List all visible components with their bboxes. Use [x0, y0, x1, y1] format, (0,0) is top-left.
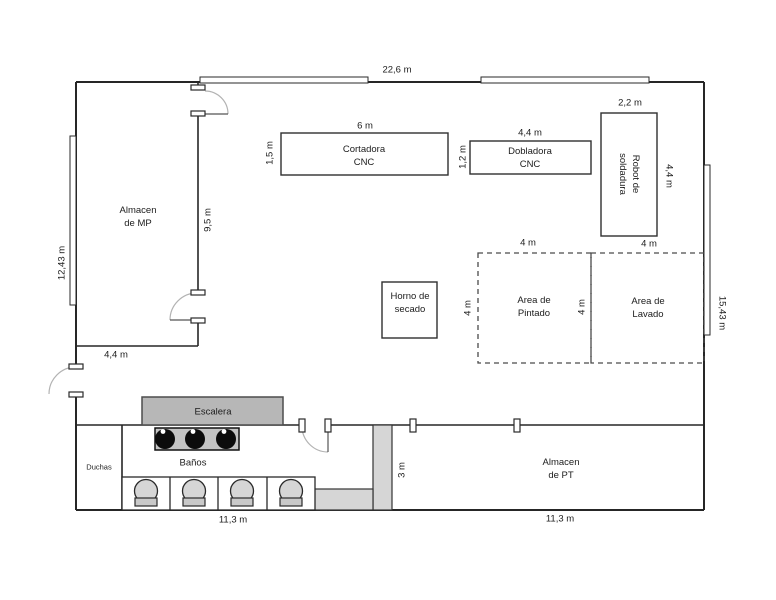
room-label-banos: Baños [179, 457, 207, 469]
room-label-almacen-pt: Almacen de PT [542, 457, 580, 481]
dim-mp-bottom: 4,4 m [104, 349, 128, 361]
wall-strip-horizontal [313, 488, 374, 511]
wall-strip-vertical [372, 424, 393, 511]
zone-label-lavado: Area de Lavado [631, 296, 665, 320]
door-arc-mp-bottom [169, 292, 198, 321]
dim-pintado-height: 4 m [462, 300, 474, 316]
zone-label-pintado: Area de Pintado [517, 295, 551, 319]
dim-top-width: 22,6 m [382, 64, 412, 76]
toilet [181, 478, 207, 507]
sink [155, 429, 236, 449]
escalera-box [141, 396, 284, 426]
window-top-left [199, 76, 369, 84]
room-label-escalera: Escalera [194, 406, 232, 418]
dim-dobladora-depth: 1,2 m [457, 145, 469, 169]
dim-pintado-width: 4 m [520, 237, 536, 249]
door-arc-mp-top [204, 90, 229, 115]
window-top-right [480, 76, 650, 84]
area-lavado-box [590, 252, 705, 364]
dim-robot-height: 4,4 m [663, 164, 675, 188]
toilet [133, 478, 159, 507]
dobladora-cnc-box [469, 140, 592, 175]
dim-right-height: 15,43 m [716, 295, 728, 331]
toilets [133, 478, 304, 507]
sink-counter [154, 427, 240, 451]
window-left [69, 135, 77, 306]
machine-label-dobladora: Dobladora CNC [508, 146, 552, 170]
dim-mp-inner-wall: 9,5 m [202, 208, 214, 232]
dim-dobladora-width: 4,4 m [518, 127, 542, 139]
door-arc-banos [301, 425, 329, 453]
dim-pt-left: 3 m [396, 462, 408, 478]
dim-bottom-right: 11,3 m [545, 513, 575, 525]
sink-faucet [160, 429, 227, 434]
horno-secado-box [381, 281, 438, 339]
wall-strips [313, 424, 393, 511]
toilet [278, 478, 304, 507]
toilet [229, 478, 255, 507]
dim-bottom-left: 11,3 m [218, 514, 248, 526]
door-jambs [68, 84, 521, 433]
window-right [703, 164, 711, 336]
cortadora-cnc-box [280, 132, 449, 176]
dim-left-height: 12,43 m [56, 245, 68, 281]
room-label-duchas: Duchas [86, 462, 112, 472]
machine-label-robot-soldadura: Robot de soldadura [617, 153, 641, 195]
dim-cortadora-width: 6 m [357, 120, 373, 132]
dim-lavado-width: 4 m [641, 238, 657, 250]
robot-soldadura-box [600, 112, 658, 237]
machine-outlines [280, 112, 658, 339]
machine-label-cortadora: Cortadora CNC [342, 144, 386, 168]
dim-robot-width: 2,2 m [618, 97, 642, 109]
machine-label-horno: Horno de secado [390, 291, 430, 315]
door-arc-left-exterior [48, 366, 77, 395]
room-label-almacen-mp: Almacen de MP [119, 205, 157, 229]
area-pintado-box [477, 252, 592, 364]
dim-lavado-height: 4 m [576, 299, 588, 315]
zone-outlines [477, 252, 705, 364]
windows [69, 76, 711, 336]
dim-cortadora-depth: 1,5 m [264, 141, 276, 165]
